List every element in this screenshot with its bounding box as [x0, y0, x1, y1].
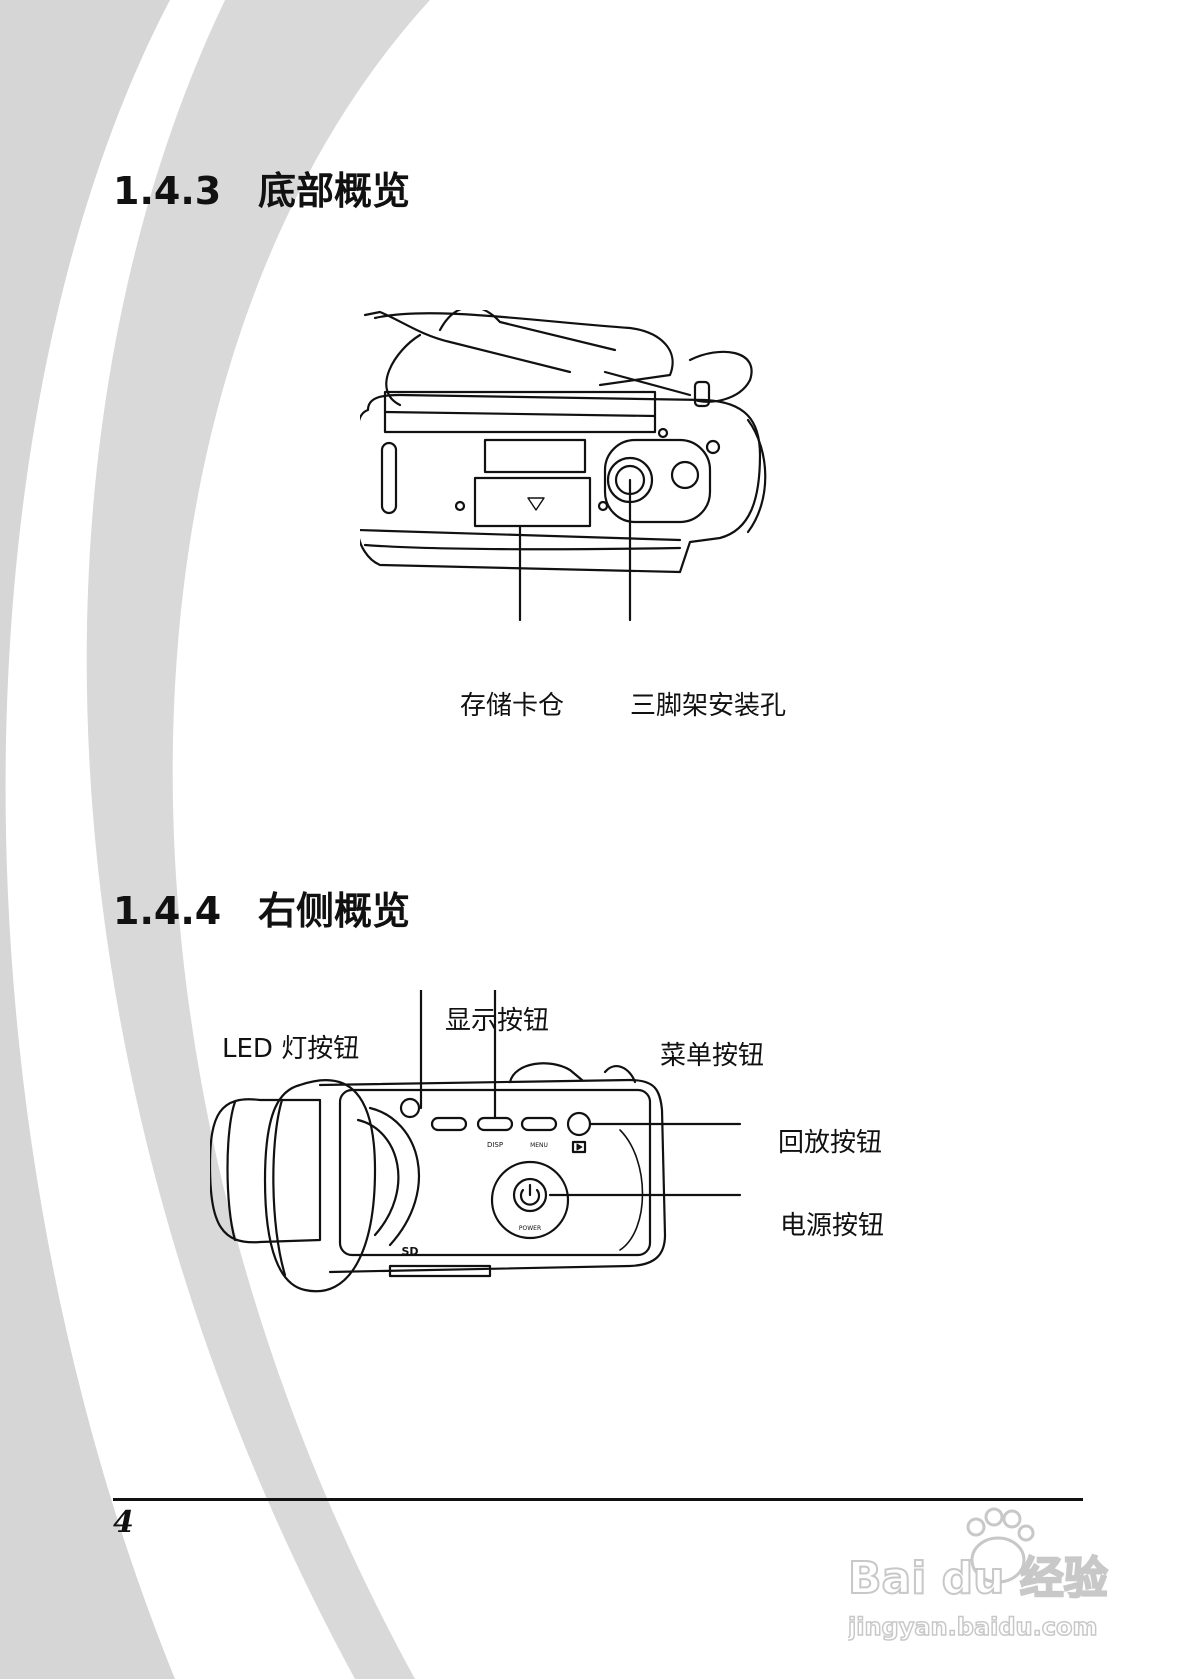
callout-led-button: LED 灯按钮: [222, 1034, 360, 1064]
section-number: 1.4.3: [113, 169, 222, 213]
baidu-jingyan-watermark: Bai du 经验 jingyan.baidu.com: [848, 1507, 1109, 1642]
watermark-brand: Bai du 经验: [848, 1553, 1108, 1604]
callout-disp-button: 显示按钮: [445, 1006, 550, 1036]
callout-power-button: 电源按钮: [780, 1211, 885, 1241]
callout-menu-button: 菜单按钮: [660, 1041, 765, 1071]
page-number: 4: [113, 1505, 134, 1540]
section-heading-right: 1.4.4 右侧概览: [113, 880, 410, 935]
sd-logo: SD: [401, 1245, 418, 1258]
section-title: 右侧概览: [258, 889, 411, 933]
device-label-power: POWER: [519, 1225, 541, 1232]
callout-card-slot: 存储卡仓: [460, 691, 565, 721]
section-heading-bottom: 1.4.3 底部概览: [113, 160, 410, 215]
camcorder-bottom-view-figure: [360, 310, 767, 622]
callout-tripod-hole: 三脚架安装孔: [630, 691, 787, 721]
watermark-url: jingyan.baidu.com: [848, 1613, 1097, 1641]
section-title: 底部概览: [258, 169, 411, 213]
device-label-menu: MENU: [530, 1142, 548, 1149]
device-label-disp: DISP: [487, 1141, 503, 1149]
section-number: 1.4.4: [113, 889, 222, 933]
camcorder-right-view-figure: DISP MENU POWER SD: [210, 990, 742, 1293]
callout-playback-button: 回放按钮: [778, 1128, 883, 1158]
footer-rule: [113, 1498, 1083, 1501]
